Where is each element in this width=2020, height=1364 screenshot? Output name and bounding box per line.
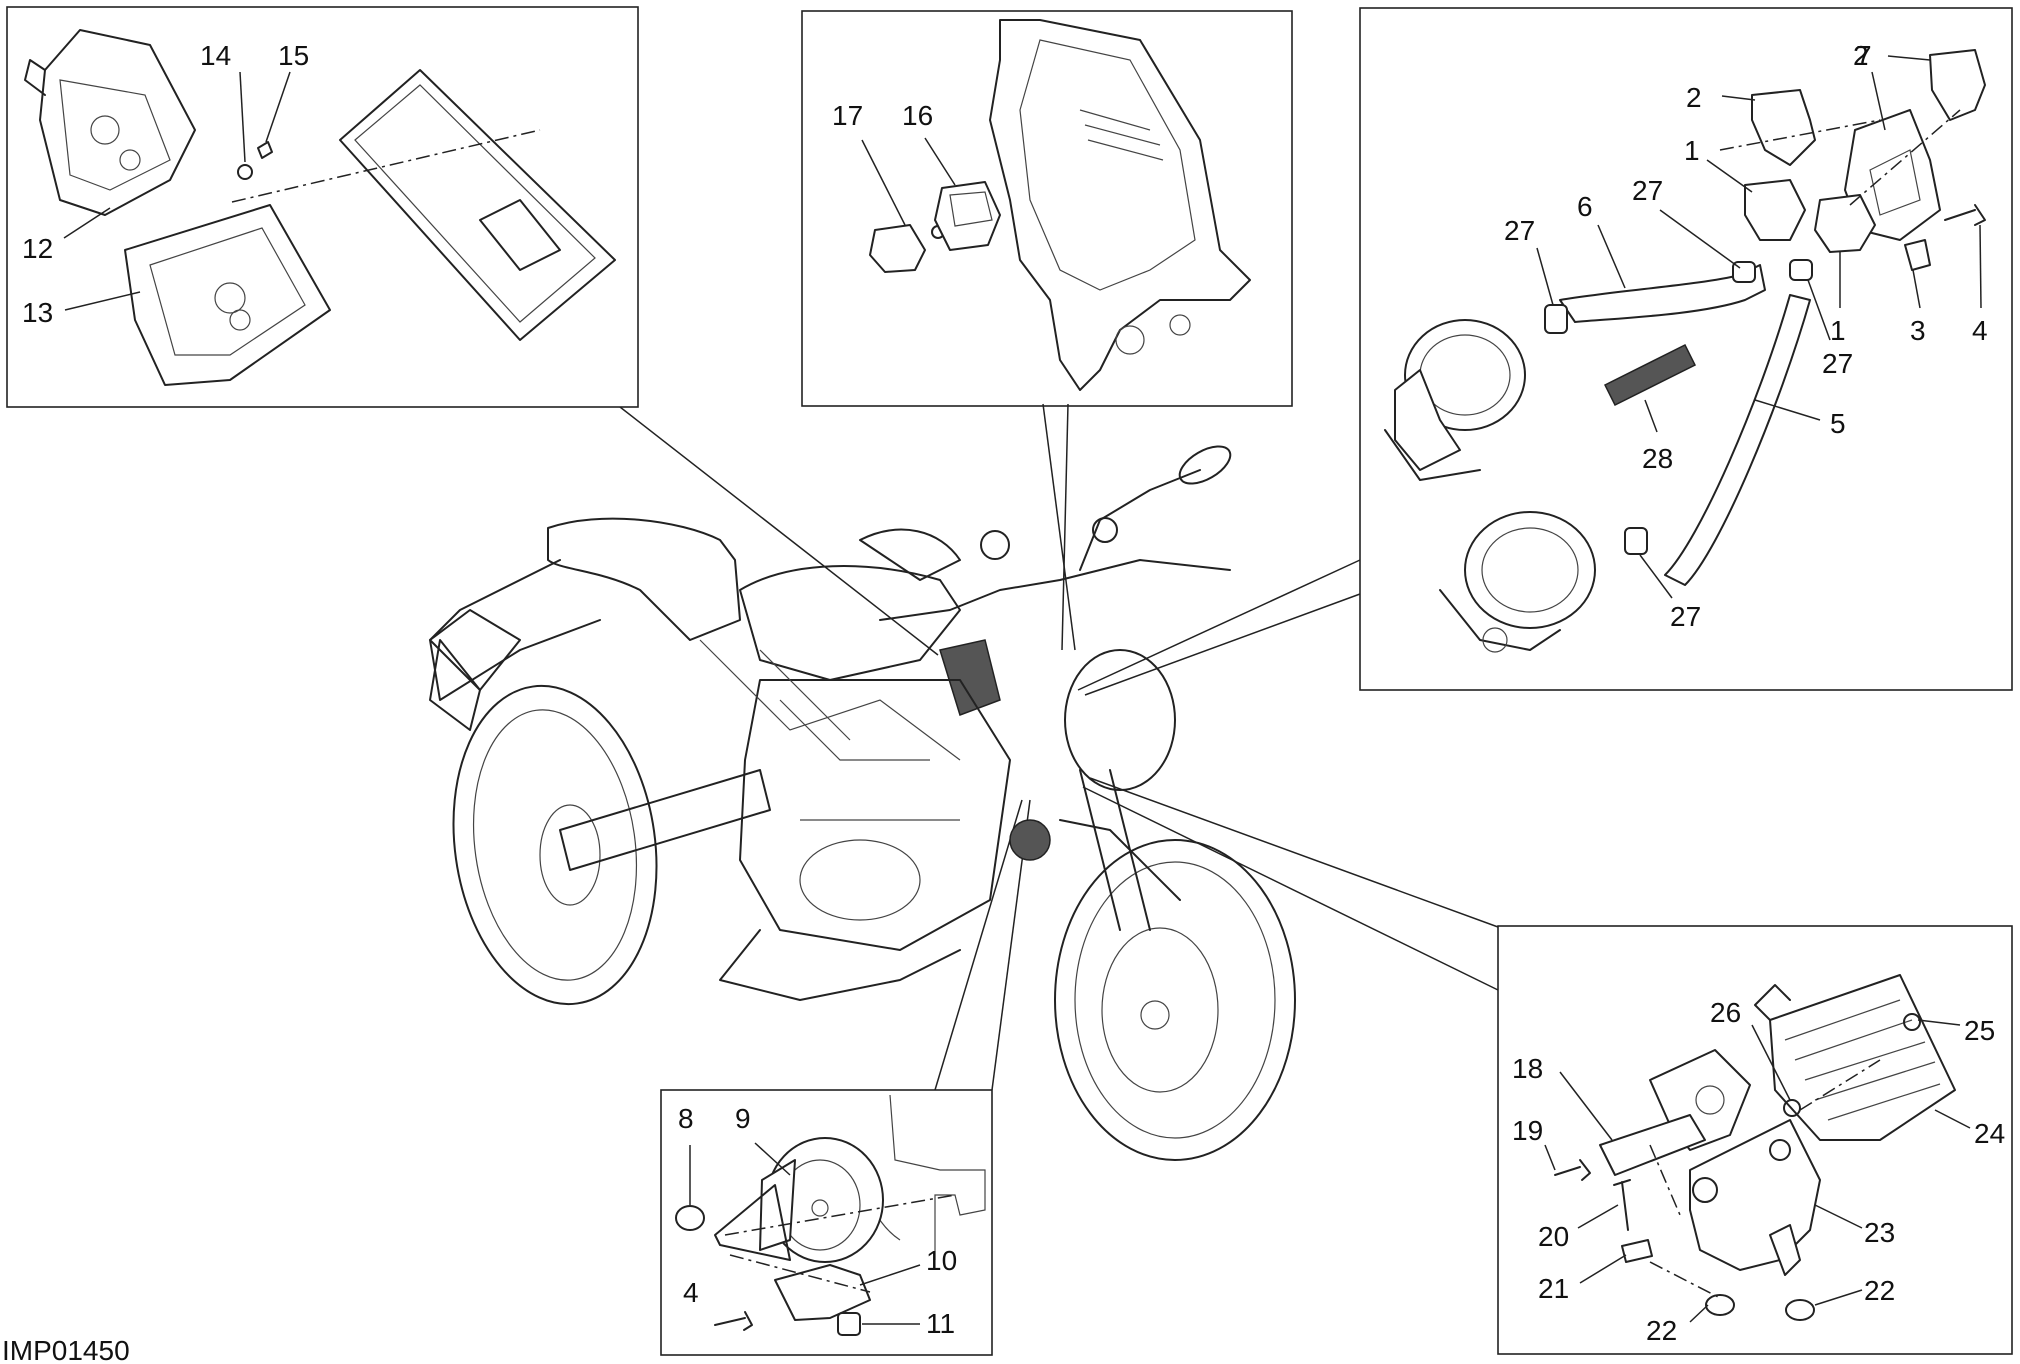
label-14: 14 [200,40,231,71]
label-27c: 27 [1822,348,1853,379]
leader-14 [239,71,246,163]
panel-ecu: 14 15 12 13 [6,6,639,408]
leader-22b [1814,1289,1863,1306]
leader-2b [1887,55,1931,61]
label-10: 10 [926,1245,957,1276]
label-21: 21 [1538,1273,1569,1304]
label-12: 12 [22,233,53,264]
panel-frame-bracket: 17 16 [801,10,1293,407]
leader-24 [1934,1109,1971,1129]
leader-22a [1689,1304,1709,1323]
leader-21 [1579,1254,1627,1284]
label-24: 24 [1974,1118,2005,1149]
motorcycle-illustration [429,445,1296,1161]
leader-13 [64,291,141,311]
label-28: 28 [1642,443,1673,474]
label-20: 20 [1538,1221,1569,1252]
leader-15 [265,71,291,143]
label-25: 25 [1964,1015,1995,1046]
panel-horn: 8 9 10 4 11 [660,1089,993,1356]
label-16: 16 [902,100,933,131]
label-4h: 4 [683,1277,699,1308]
label-23: 23 [1864,1217,1895,1248]
leader-27b [1536,247,1554,306]
label-4: 4 [1972,315,1988,346]
label-2a: 2 [1686,82,1702,113]
label-3: 3 [1910,315,1926,346]
leader-19 [1544,1144,1556,1171]
leader-18 [1559,1071,1613,1141]
drawing-code: IMP01450 [2,1335,130,1364]
leader-9 [754,1142,791,1176]
leader-27c [1807,279,1831,341]
leader-17 [861,139,906,226]
label-22a: 22 [1646,1315,1677,1346]
label-18: 18 [1512,1053,1543,1084]
leader-6 [1597,224,1626,289]
leader-23 [1814,1204,1863,1229]
label-6: 6 [1577,191,1593,222]
label-22b: 22 [1864,1275,1895,1306]
nut-25-shape [1903,1013,1921,1031]
leader-27d [1639,554,1673,599]
leader-10 [859,1264,921,1286]
label-15: 15 [278,40,309,71]
label-19: 19 [1512,1115,1543,1146]
leader-5 [1754,399,1821,421]
panel-throttle: 7 2 2 1 27 27 6 1 3 4 27 5 28 27 [1359,7,2013,691]
label-26: 26 [1710,997,1741,1028]
label-5: 5 [1830,408,1846,439]
washer-26-shape [1783,1099,1801,1117]
label-1b: 1 [1830,315,1846,346]
label-17: 17 [832,100,863,131]
label-27d: 27 [1670,601,1701,632]
leader-28 [1644,399,1658,433]
leader-1a [1706,159,1753,193]
leader-3 [1912,269,1921,309]
panel-regulator: 26 25 18 24 19 20 23 21 22 22 [1497,925,2013,1355]
label-1a: 1 [1684,135,1700,166]
label-13: 13 [22,297,53,328]
leader-26 [1751,1024,1791,1101]
leader-20 [1577,1204,1619,1229]
leader-16 [924,137,956,186]
leader-7 [1871,71,1886,131]
label-8: 8 [678,1103,694,1134]
label-11: 11 [926,1308,955,1339]
label-2b-visible: 2 [1853,40,1869,71]
leader-2a [1721,95,1756,101]
callout-lines [619,403,1499,1091]
leader-27a [1659,209,1741,269]
label-27b: 27 [1504,215,1535,246]
label-7: 7 [1856,40,1872,71]
leader-4 [1979,224,1982,309]
leader-25 [1917,1019,1961,1026]
label-27a: 27 [1632,175,1663,206]
leader-12 [63,207,111,239]
label-9: 9 [735,1103,751,1134]
